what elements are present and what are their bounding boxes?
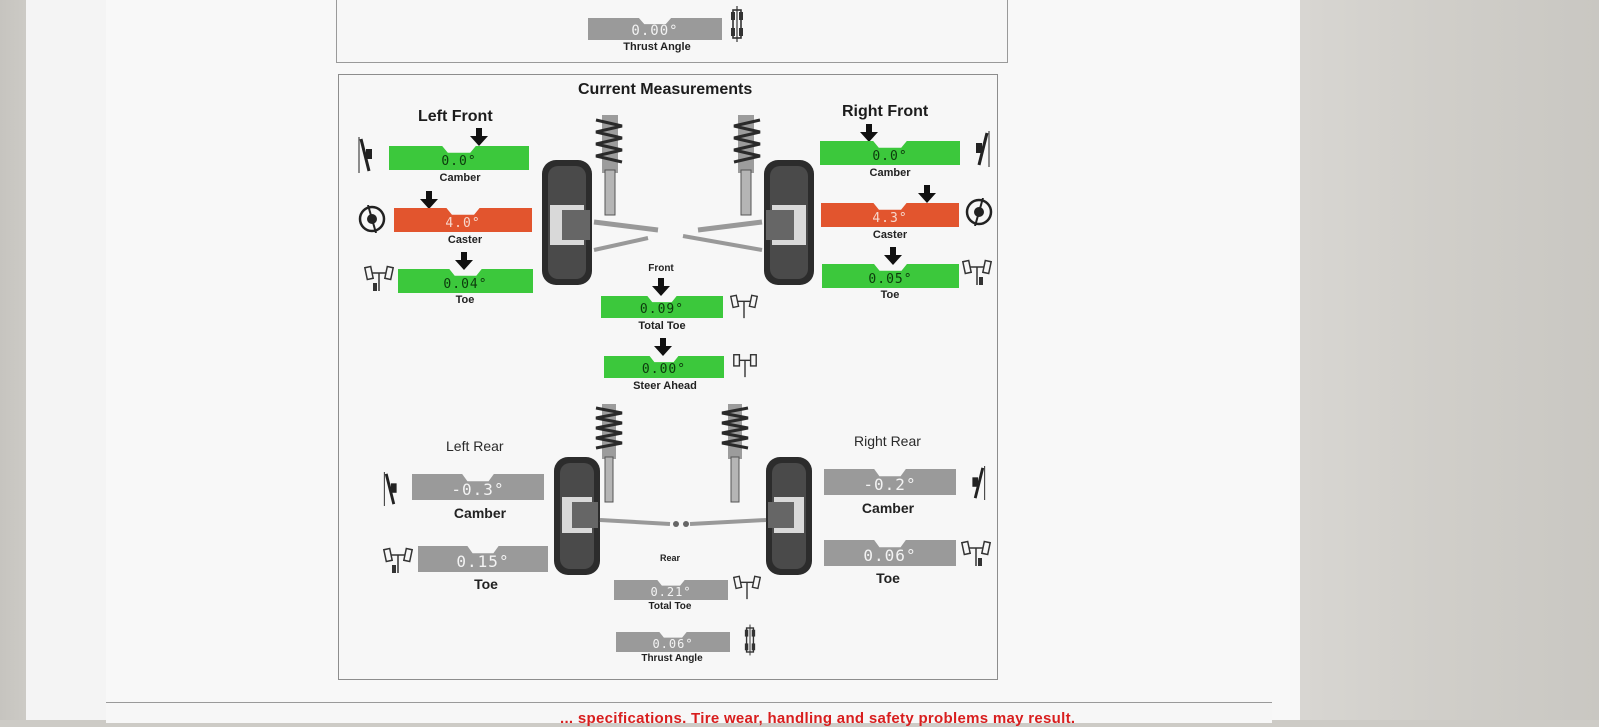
camber-icon	[383, 472, 397, 506]
left-rear-camber-value: -0.3°	[451, 480, 505, 499]
camber-icon	[972, 466, 986, 500]
right-front-camber-label: Camber	[869, 167, 911, 179]
rear-total-toe-value: 0.21°	[650, 585, 692, 599]
left-front-title: Left Front	[418, 108, 493, 125]
rear-suspension-diagram	[554, 404, 812, 575]
rear-total-toe-label: Total Toe	[648, 601, 692, 612]
thrust-angle-icon	[744, 624, 756, 656]
monitor-bezel-right	[1300, 0, 1599, 720]
top-thrust-angle-value: 0.00°	[631, 23, 679, 39]
thrust-angle-icon	[731, 6, 743, 42]
top-thrust-angle-gauge: 0.00°	[588, 18, 722, 40]
toe-icon	[962, 259, 992, 285]
warning-bar	[106, 702, 1272, 723]
panel-title: Current Measurements	[578, 81, 753, 98]
right-front-toe-value: 0.05°	[868, 272, 913, 287]
total-toe-target-arrow-icon	[652, 278, 670, 296]
right-front-caster-value: 4.3°	[872, 211, 908, 226]
camber-icon	[976, 131, 990, 167]
right-rear-toe-gauge: 0.06°	[824, 540, 956, 566]
right-front-toe-label: Toe	[880, 289, 900, 301]
right-toe-target-arrow-icon	[884, 247, 902, 265]
right-front-title: Right Front	[842, 103, 929, 120]
left-front-caster-value: 4.0°	[445, 216, 481, 231]
front-total-toe-value: 0.09°	[639, 302, 685, 317]
right-camber-target-arrow-icon	[860, 124, 878, 142]
steer-ahead-target-arrow-icon	[654, 338, 672, 356]
left-rear-toe-label: Toe	[474, 576, 498, 592]
left-rear-camber-label: Camber	[453, 505, 507, 521]
caster-icon	[358, 205, 386, 233]
toe-icon	[960, 540, 992, 566]
front-center-title: Front	[648, 263, 674, 274]
right-front-camber-value: 0.0°	[872, 149, 908, 164]
right-front-caster-label: Caster	[872, 229, 908, 241]
left-front-caster-label: Caster	[447, 234, 483, 246]
caster-icon	[965, 198, 993, 226]
right-rear-title: Right Rear	[854, 433, 921, 449]
left-front-toe-label: Toe	[455, 294, 475, 306]
steer-ahead-icon	[733, 354, 757, 378]
steer-ahead-value: 0.00°	[641, 362, 687, 377]
rear-total-toe-gauge: 0.21°	[614, 580, 728, 600]
total-toe-icon	[733, 575, 761, 600]
left-front-toe-value: 0.04°	[443, 277, 488, 292]
rear-thrust-angle-value: 0.06°	[652, 637, 694, 651]
left-caster-target-arrow-icon	[420, 191, 438, 209]
rear-center-title: Rear	[659, 553, 680, 563]
left-front-camber-label: Camber	[439, 172, 481, 184]
left-front-camber-value: 0.0°	[441, 154, 477, 169]
top-thrust-angle-label: Thrust Angle	[623, 41, 691, 53]
right-rear-toe-label: Toe	[876, 570, 900, 586]
right-front-toe-gauge: 0.05°	[822, 264, 959, 288]
left-rear-toe-value: 0.15°	[456, 552, 510, 571]
toe-icon	[382, 547, 414, 573]
right-rear-toe-value: 0.06°	[863, 546, 917, 565]
right-rear-camber-label: Camber	[861, 500, 915, 516]
rear-thrust-angle-label: Thrust Angle	[641, 653, 703, 664]
rear-thrust-angle-gauge: 0.06°	[616, 632, 730, 652]
right-caster-target-arrow-icon	[918, 185, 936, 203]
left-toe-target-arrow-icon	[455, 252, 473, 270]
previous-measurements-panel	[336, 0, 1008, 63]
left-camber-target-arrow-icon	[470, 128, 488, 146]
camber-icon	[358, 137, 372, 173]
steer-ahead-gauge: 0.00°	[604, 356, 724, 378]
left-rear-title: Left Rear	[446, 438, 504, 454]
front-total-toe-label: Total Toe	[638, 320, 686, 332]
front-total-toe-gauge: 0.09°	[601, 296, 723, 318]
steer-ahead-label: Steer Ahead	[633, 380, 697, 392]
total-toe-icon	[730, 294, 758, 319]
warning-message: ... specifications. Tire wear, handling …	[560, 710, 1076, 727]
front-suspension-diagram	[542, 115, 814, 285]
right-rear-camber-value: -0.2°	[863, 475, 917, 494]
toe-icon	[364, 265, 394, 291]
